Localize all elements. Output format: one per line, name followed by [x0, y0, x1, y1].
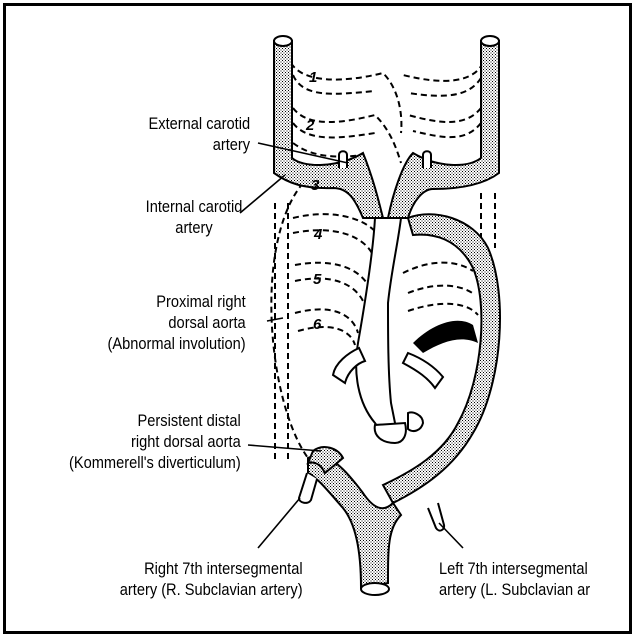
label-line: Left 7th intersegmental: [439, 558, 590, 579]
label-line: (Abnormal involution): [108, 333, 246, 354]
arch-number-6: 6: [313, 316, 322, 333]
aortic-arch-diagram: 1 2 3 4 5 6: [6, 6, 632, 634]
label-line: dorsal aorta: [108, 312, 246, 333]
label-line: artery: [125, 217, 263, 238]
label-line: Right 7th intersegmental: [120, 558, 303, 579]
arch-number-4: 4: [313, 226, 323, 243]
arch-numbers: 1 2 3 4 5 6: [305, 69, 323, 333]
label-right-7th-intersegmental: Right 7th intersegmental artery (R. Subc…: [120, 558, 303, 600]
ductus-arteriosus: [413, 321, 478, 353]
truncus: [356, 218, 401, 430]
arch-number-5: 5: [313, 271, 322, 288]
label-line: External carotid: [148, 113, 250, 134]
label-external-carotid: External carotid artery: [148, 113, 250, 155]
label-persistent-distal: Persistent distal right dorsal aorta (Ko…: [69, 410, 241, 473]
label-internal-carotid: Internal carotid artery: [125, 196, 263, 238]
diagram-frame: 1 2 3 4 5 6 External carotid artery Inte…: [3, 3, 632, 634]
label-left-7th-intersegmental: Left 7th intersegmental artery (L. Subcl…: [439, 558, 590, 600]
label-line: (Kommerell's diverticulum): [69, 452, 241, 473]
label-line: Proximal right: [108, 291, 246, 312]
label-line: artery: [148, 134, 250, 155]
label-line: Internal carotid: [125, 196, 263, 217]
label-line: Persistent distal: [69, 410, 241, 431]
label-line: artery (L. Subclavian ar: [439, 579, 590, 600]
arch-number-3: 3: [311, 177, 320, 194]
arch-number-1: 1: [309, 69, 317, 86]
label-line: artery (R. Subclavian artery): [120, 579, 303, 600]
label-line: right dorsal aorta: [69, 431, 241, 452]
arch-number-2: 2: [305, 117, 315, 134]
label-proximal-right-dorsal-aorta: Proximal right dorsal aorta (Abnormal in…: [108, 291, 246, 354]
